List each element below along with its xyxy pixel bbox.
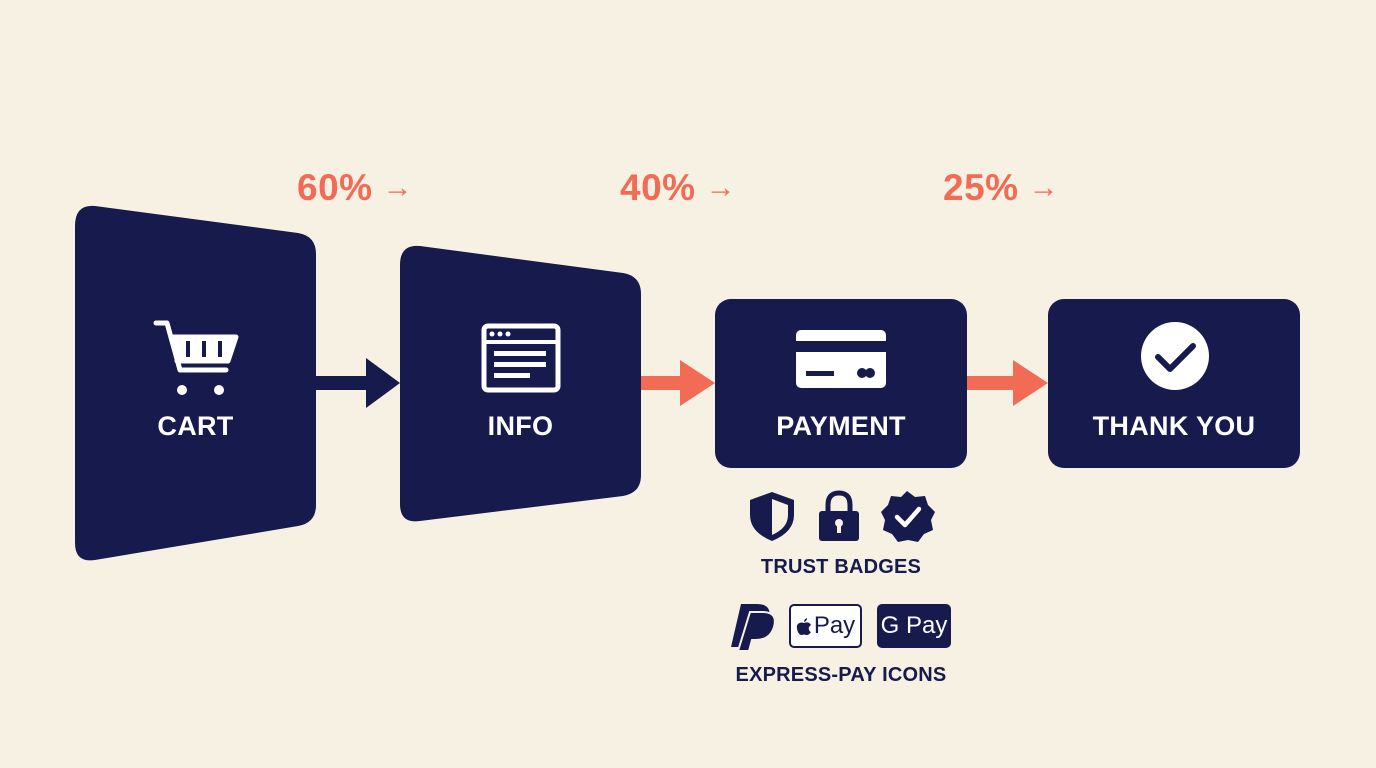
conversion-value-1: 60%	[297, 167, 373, 208]
check-circle-icon	[1141, 322, 1209, 390]
connector-arrow-info-payment	[641, 360, 715, 406]
conversion-arrow-2: →	[705, 171, 737, 204]
conversion-arrow-3: →	[1028, 171, 1060, 204]
shield-icon	[750, 492, 794, 541]
stage-info-label: INFO	[487, 411, 554, 441]
apple-pay-icon: Pay	[789, 604, 862, 648]
cart-slot-2	[202, 341, 206, 357]
stage-cart-label: CART	[157, 411, 234, 441]
trust-badges-caption: TRUST BADGES	[760, 556, 922, 578]
conversion-rate-1: 60% →	[297, 166, 413, 210]
google-pay-icon: G Pay	[877, 604, 951, 648]
stage-payment-label: PAYMENT	[776, 411, 906, 441]
google-pay-label: G Pay	[880, 612, 948, 639]
conversion-rate-3: 25% →	[943, 166, 1059, 210]
conversion-rate-2: 40% →	[620, 166, 736, 210]
stage-thankyou-label: THANK YOU	[1092, 411, 1256, 441]
connector-arrow-payment-thankyou	[967, 360, 1048, 406]
apple-pay-label: Pay	[813, 612, 856, 639]
stage-cart-shape	[75, 205, 316, 561]
cart-slot-3	[218, 341, 222, 357]
conversion-value-3: 25%	[943, 167, 1019, 208]
browser-window-icon	[481, 323, 561, 393]
conversion-value-2: 40%	[620, 167, 696, 208]
apple-logo-icon	[796, 618, 811, 635]
express-pay-caption: EXPRESS-PAY ICONS	[735, 664, 947, 686]
connector-arrow-cart-info	[316, 358, 400, 408]
conversion-arrow-1: →	[382, 171, 414, 204]
credit-card-icon	[796, 330, 886, 388]
paypal-icon	[731, 604, 776, 652]
lock-icon	[819, 490, 859, 541]
cart-slot-1	[186, 341, 190, 357]
verified-badge-icon	[881, 491, 935, 542]
stage-info-shape	[400, 245, 641, 522]
